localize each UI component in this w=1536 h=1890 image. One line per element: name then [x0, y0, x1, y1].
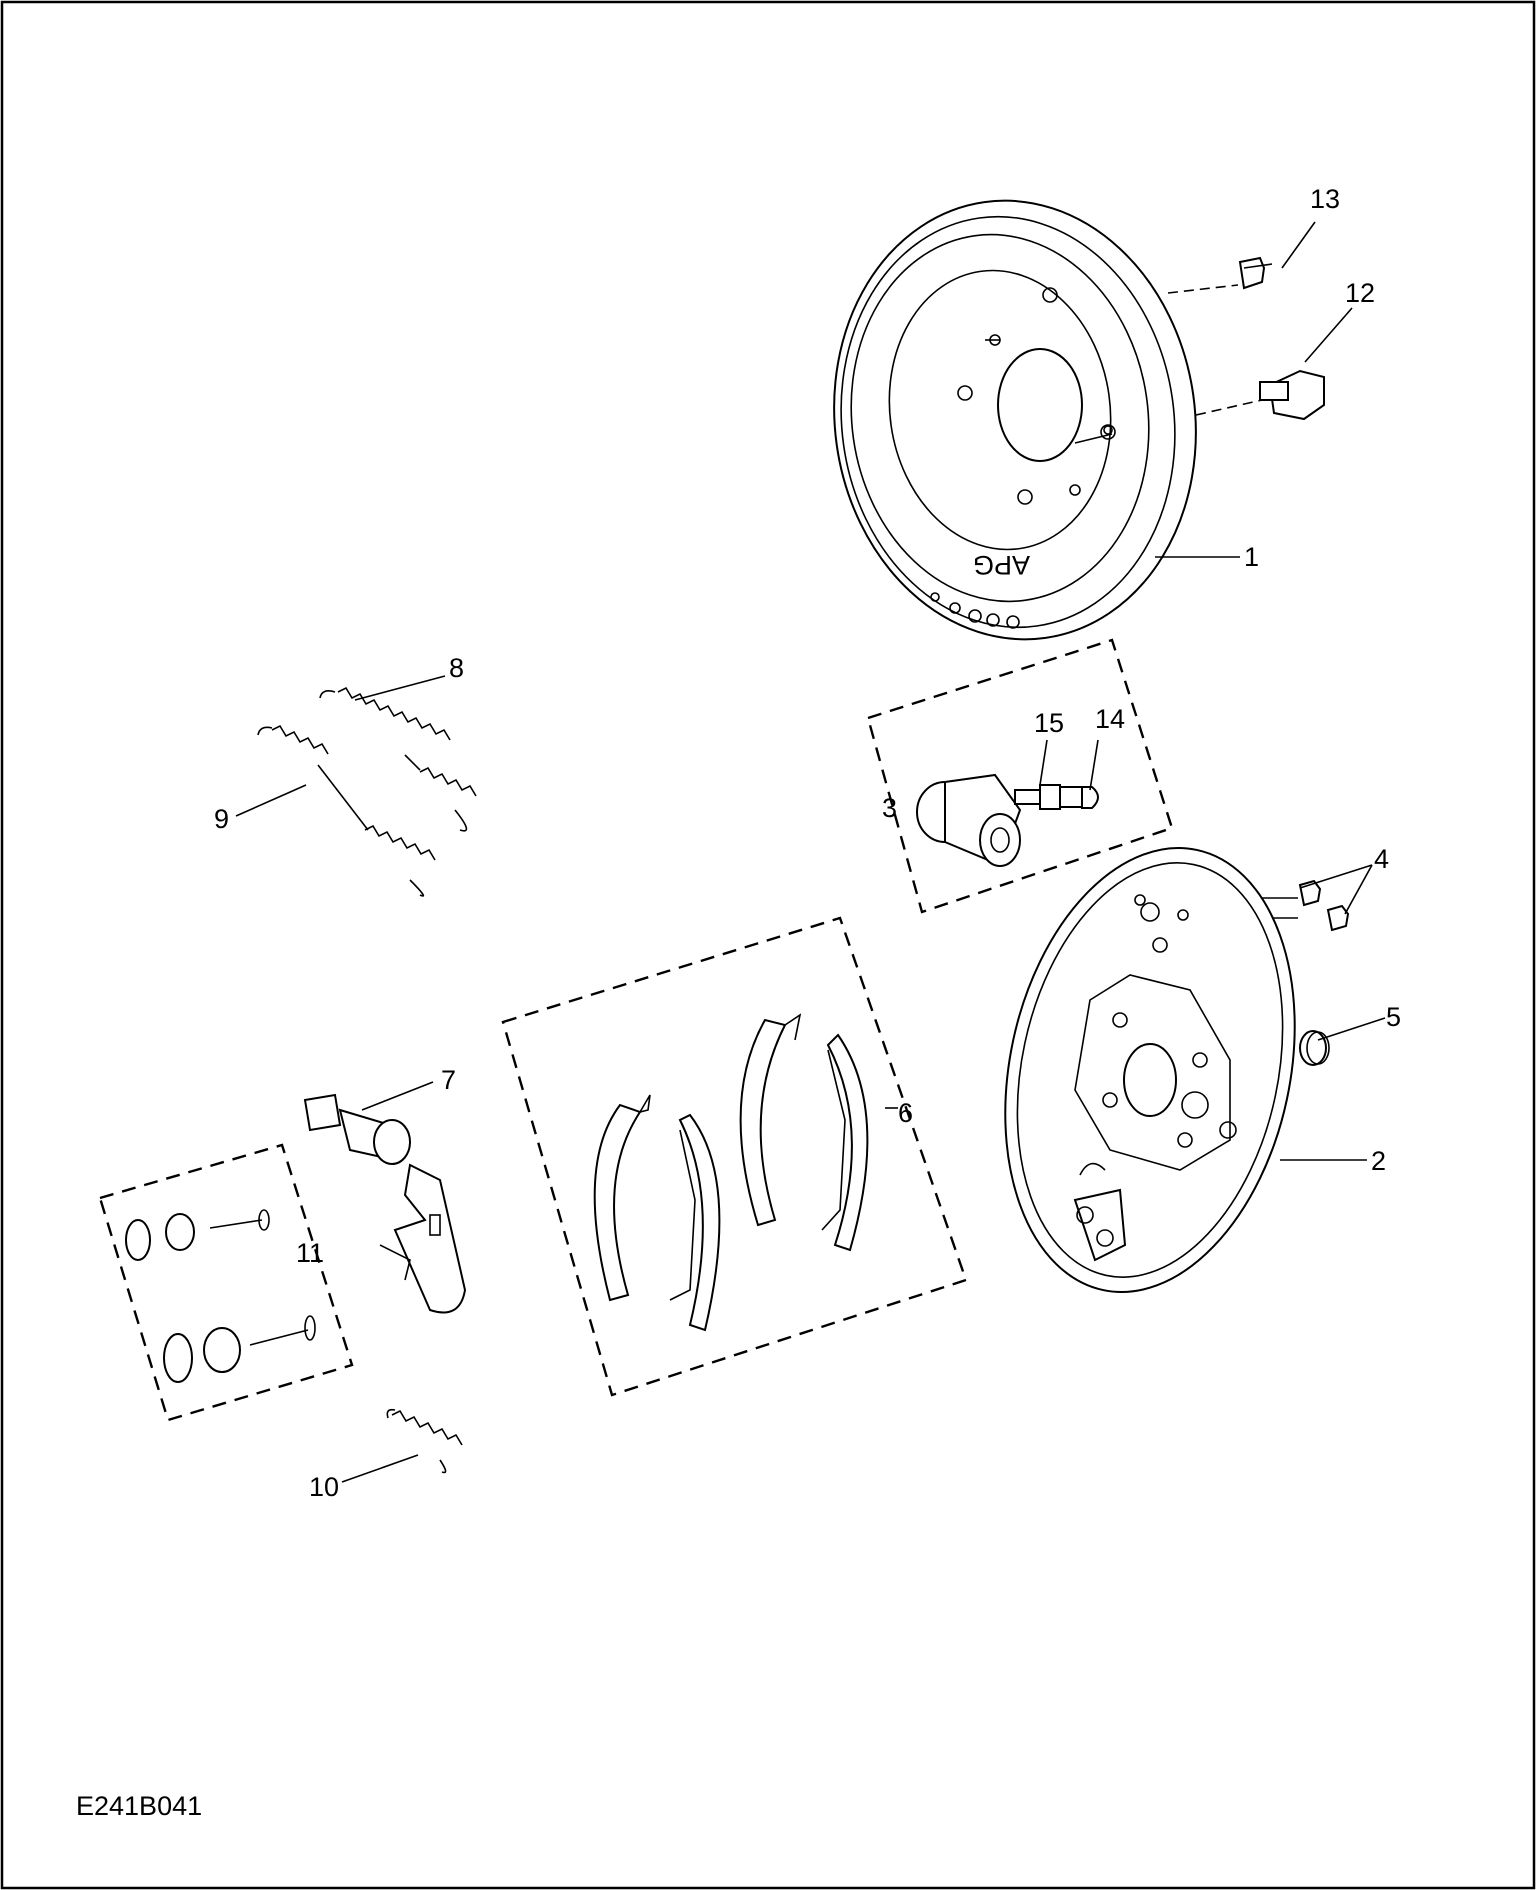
part-plug-5 [1299, 1030, 1330, 1066]
callout-15: 15 [1034, 708, 1064, 738]
part-spring-8 [319, 686, 477, 832]
callout-6: 6 [898, 1098, 913, 1128]
callout-12: 12 [1345, 278, 1375, 308]
part-hold-down-kit [125, 1209, 316, 1383]
leader-lines [235, 221, 1386, 1483]
callout-1: 1 [1244, 542, 1259, 572]
callout-9: 9 [214, 804, 229, 834]
part-wheel-cylinder [916, 773, 1099, 867]
callout-7: 7 [441, 1065, 456, 1095]
part-brake-shoes [593, 1013, 869, 1332]
callout-11: 11 [296, 1238, 324, 1268]
part-spring-10 [386, 1408, 463, 1474]
callout-2: 2 [1371, 1146, 1386, 1176]
part-bolts-4 [1298, 879, 1350, 932]
group-box-brake-shoes [501, 916, 968, 1397]
drum-marking: APG [973, 550, 1030, 580]
callout-labels: 1 2 3 4 5 6 7 8 9 10 11 12 13 14 15 [214, 184, 1401, 1502]
group-box-wheel-cylinder [866, 638, 1174, 914]
callout-10: 10 [309, 1472, 339, 1502]
group-box-hold-down [98, 1143, 354, 1422]
part-adjuster-lever [303, 1093, 467, 1314]
callout-4: 4 [1374, 844, 1389, 874]
callout-13: 13 [1310, 184, 1340, 214]
callout-14: 14 [1095, 704, 1125, 734]
figure-reference-code: E241B041 [76, 1791, 202, 1821]
part-backing-plate [1004, 847, 1296, 1293]
part-brake-drum: APG [833, 199, 1197, 641]
callout-3: 3 [882, 793, 897, 823]
callout-5: 5 [1386, 1002, 1401, 1032]
callout-8: 8 [449, 653, 464, 683]
part-spring-9 [257, 724, 436, 897]
part-bolt-12 [1259, 369, 1325, 421]
part-screw-13 [1238, 256, 1273, 290]
